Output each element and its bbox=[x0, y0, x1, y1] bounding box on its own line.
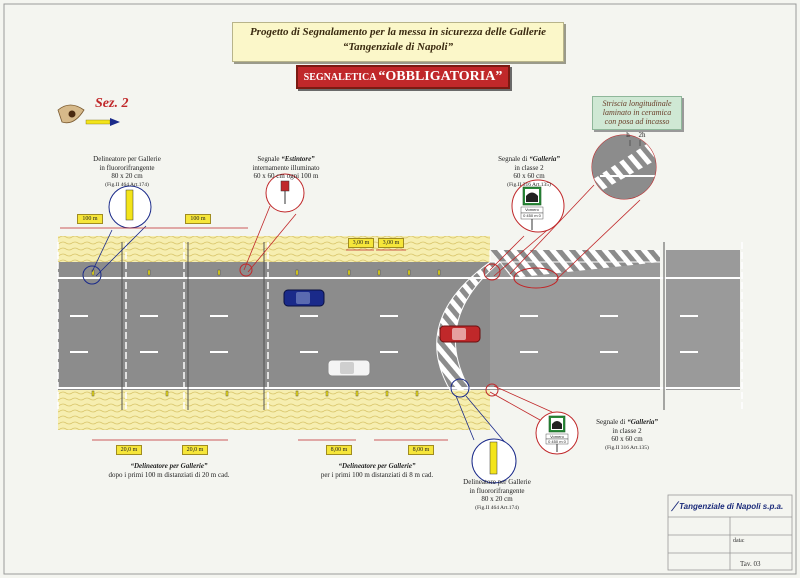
note-text: dopo i primi 100 m distanziati di 20 m c… bbox=[108, 470, 230, 479]
title-box: Progetto di Segnalamento per la messa in… bbox=[232, 22, 564, 62]
lbl-ref: (Fig.II 464 Art.174) bbox=[105, 181, 149, 188]
lbl-line: 60 x 60 cm bbox=[611, 435, 643, 443]
car-red bbox=[439, 325, 481, 343]
lbl-ref: (Fig.II 316 Art.135) bbox=[605, 444, 649, 451]
shoulder-bottom bbox=[58, 390, 490, 430]
lbl-line: 80 x 20 cm bbox=[481, 495, 513, 503]
lbl-part-em: “Galleria” bbox=[627, 418, 658, 426]
title-line-1: Progetto di Segnalamento per la messa in… bbox=[249, 26, 547, 38]
lane-dashes bbox=[70, 315, 698, 353]
lbl-ref: (Fig.II 464 Art.174) bbox=[475, 504, 519, 511]
dim-tag-3m-1: 3,00 m bbox=[348, 238, 374, 248]
stripe-note: Striscia longitudinale laminato in ceram… bbox=[592, 96, 682, 130]
lbl-part: Segnale bbox=[257, 155, 280, 163]
delineator-panel-icon-bottom bbox=[489, 441, 498, 475]
dim-tag-100m-2: 100 m bbox=[185, 214, 211, 224]
company-text: Tangenziale di Napoli s.p.a. bbox=[679, 502, 784, 511]
section-break-edges bbox=[121, 242, 665, 410]
note-title: “Delineatore per Gallerie” bbox=[338, 462, 416, 470]
sign-bottom-name: Vomero bbox=[550, 434, 564, 439]
note-text: per i primi 100 m distanziati di 8 m cad… bbox=[320, 470, 434, 479]
lbl-line: 60 x 60 cm bbox=[513, 172, 545, 180]
galleria-sign-top bbox=[520, 186, 544, 230]
lbl-line: in classe 2 bbox=[514, 163, 544, 172]
note-title: “Delineatore per Gallerie” bbox=[130, 462, 208, 470]
callout-stripe bbox=[509, 134, 657, 289]
dim-tag-8m-2: 8,00 m bbox=[408, 445, 434, 455]
dim-tag-3m-2: 3,00 m bbox=[378, 238, 404, 248]
note-bottom-left: “Delineatore per Gallerie” dopo i primi … bbox=[94, 462, 244, 479]
banner-emphasis: “OBBLIGATORIA” bbox=[378, 69, 503, 84]
label-delineator-top: Delineatore per Gallerie in fluororifran… bbox=[82, 155, 172, 189]
label-galleria-bottom: Segnale di “Galleria” in classe 2 60 x 6… bbox=[582, 418, 672, 452]
date-label: data: bbox=[733, 538, 745, 544]
note-line-1: Striscia longitudinale bbox=[602, 99, 672, 108]
category-banner: SEGNALETICA “OBBLIGATORIA” bbox=[296, 65, 510, 89]
note-line-2: laminato in ceramica bbox=[602, 108, 672, 117]
stripe-dim-h: h bbox=[626, 131, 630, 139]
section-breaks bbox=[57, 242, 743, 410]
dim-tag-8m-1: 8,00 m bbox=[326, 445, 352, 455]
sign-top-name: Vomero bbox=[525, 207, 539, 212]
sheet-border bbox=[3, 3, 797, 575]
company-name: ╱ Tangenziale di Napoli s.p.a. bbox=[672, 497, 790, 517]
dimension-lines-top bbox=[60, 227, 406, 251]
lbl-line: internamente illuminato bbox=[252, 163, 320, 172]
delineator-panel-icon bbox=[125, 189, 134, 221]
road-open bbox=[490, 262, 660, 390]
banner-prefix: SEGNALETICA bbox=[303, 72, 376, 83]
note-line-3: con posa ad incasso bbox=[604, 117, 670, 126]
callout-estintore bbox=[239, 173, 305, 277]
lbl-part-em: “Estintore” bbox=[281, 155, 315, 163]
label-estintore: Segnale “Estintore” internamente illumin… bbox=[236, 155, 336, 181]
extinguisher-icon bbox=[280, 180, 290, 192]
lbl-line: in fluororifrangente bbox=[469, 486, 525, 495]
section-label: Sez. 2 bbox=[95, 96, 129, 111]
callout-delineator-bottom bbox=[450, 378, 517, 484]
road-tunnel bbox=[58, 262, 490, 390]
dim-tag-100m-1: 100 m bbox=[77, 214, 103, 224]
dim-tag-20m-1: 20,0 m bbox=[116, 445, 142, 455]
car-blue bbox=[283, 289, 325, 307]
company-logo-icon: ╱ bbox=[672, 502, 677, 511]
lbl-part-em: “Galleria” bbox=[529, 155, 560, 163]
lbl-line: 60 x 60 cm ogni 100 m bbox=[253, 172, 319, 180]
tunnel-portal bbox=[436, 261, 502, 391]
label-delineator-bottom: Delineatore per Gallerie in fluororifran… bbox=[452, 478, 542, 512]
road-far bbox=[666, 250, 740, 390]
eye-logo-icon bbox=[57, 104, 120, 126]
car-white bbox=[327, 359, 371, 377]
lbl-line: 80 x 20 cm bbox=[111, 172, 143, 180]
delineator-posts bbox=[91, 269, 441, 397]
lbl-line: Delineatore per Gallerie bbox=[463, 478, 531, 486]
lbl-line: Delineatore per Gallerie bbox=[93, 155, 161, 163]
lbl-part: Segnale di bbox=[498, 155, 528, 163]
note-bottom-mid: “Delineatore per Gallerie” per i primi 1… bbox=[302, 462, 452, 479]
lbl-line: in classe 2 bbox=[612, 426, 642, 435]
title-block bbox=[667, 494, 793, 571]
lbl-ref: (Fig.II 316 Art.135) bbox=[507, 181, 551, 188]
galleria-sign-bottom bbox=[545, 415, 569, 452]
hatched-gore bbox=[490, 250, 660, 278]
sign-top-km: 0 450 m 0 bbox=[523, 213, 541, 218]
lbl-part: Segnale di bbox=[596, 418, 626, 426]
title-line-2: “Tangenziale di Napoli” bbox=[342, 41, 454, 53]
dim-tag-20m-2: 20,0 m bbox=[182, 445, 208, 455]
lbl-line: in fluororifrangente bbox=[99, 163, 155, 172]
label-galleria-top: Segnale di “Galleria” in classe 2 60 x 6… bbox=[484, 155, 574, 189]
sheet-number: Tav. 03 bbox=[740, 560, 761, 568]
stripe-dim-2h: 2h bbox=[638, 131, 646, 139]
sign-bottom-km: 0 450 m 0 bbox=[548, 439, 566, 444]
